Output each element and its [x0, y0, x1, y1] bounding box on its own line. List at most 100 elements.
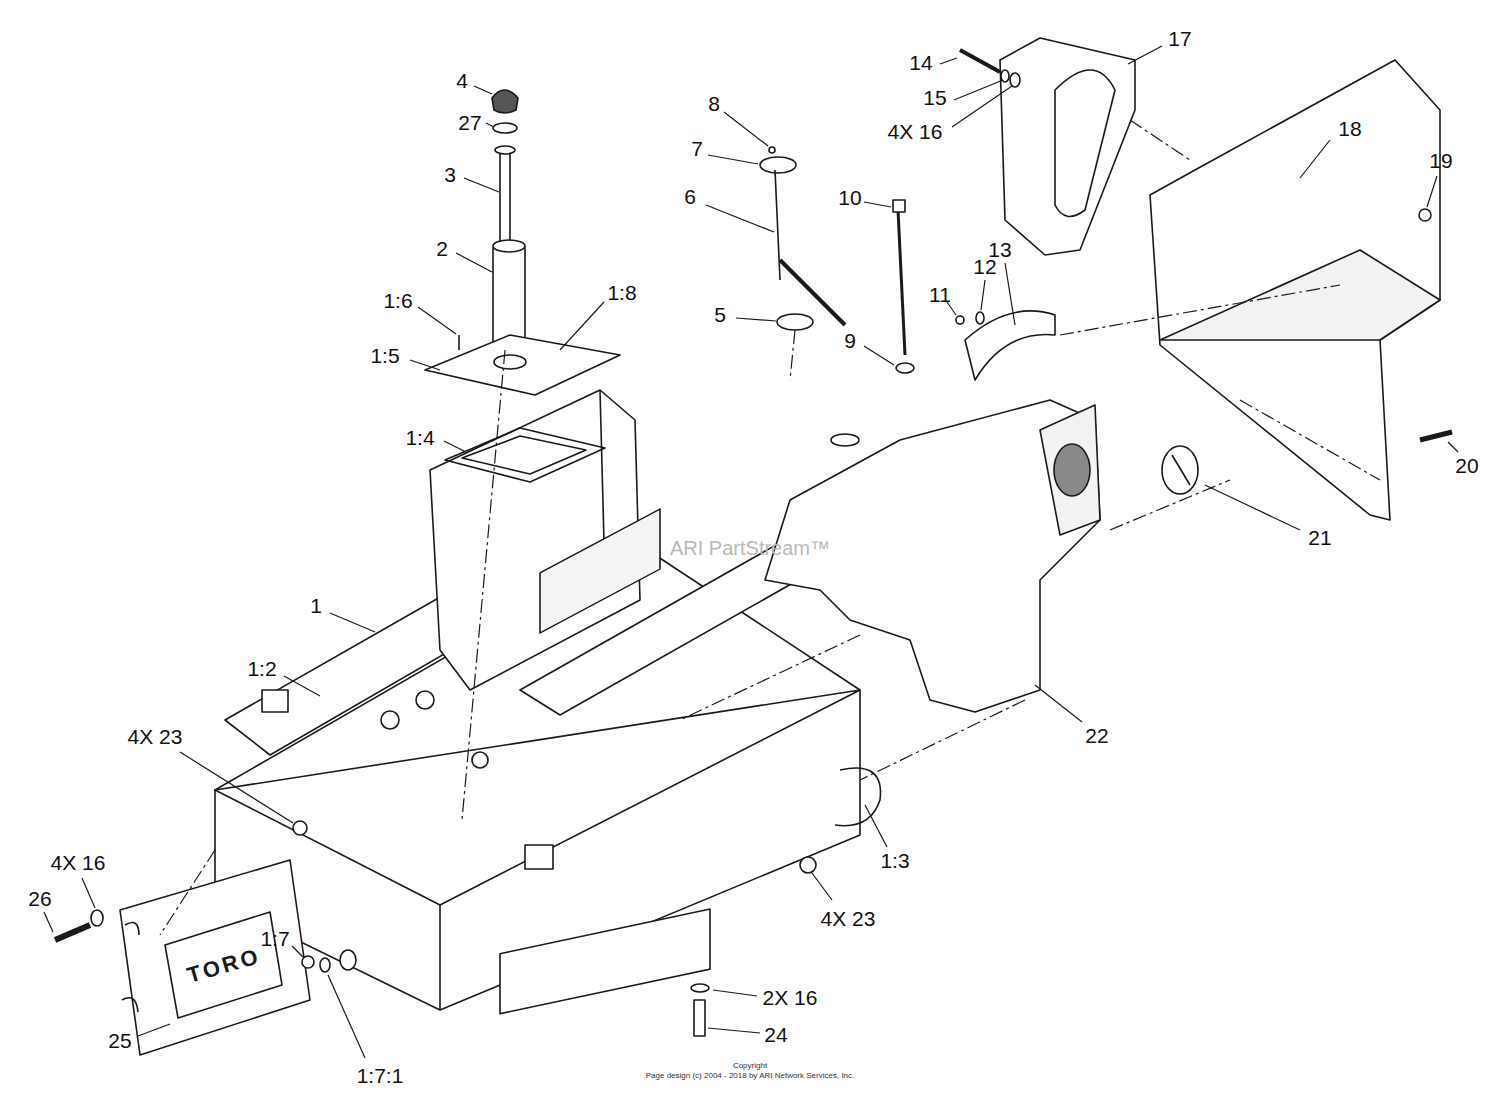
assembly-line — [1130, 120, 1190, 160]
callout-number: 25 — [108, 1030, 131, 1051]
callout-number: 1:7 — [260, 928, 289, 949]
callout-number: 1:5 — [370, 345, 399, 366]
assembly-line — [160, 850, 215, 935]
watermark: ARI PartStream™ — [670, 538, 830, 558]
seat-pad-slot — [1055, 70, 1115, 216]
leader-line — [981, 280, 985, 310]
callout-number: 4X 23 — [821, 908, 876, 929]
leader-line — [456, 253, 492, 272]
frame-hole — [416, 691, 434, 709]
callout-number: 24 — [764, 1024, 787, 1045]
leader-line — [44, 912, 53, 932]
leader-line — [474, 86, 492, 94]
callout-number: 26 — [28, 888, 51, 909]
frame-tab — [262, 690, 288, 712]
leader-line — [560, 302, 604, 350]
bolt — [694, 1000, 705, 1036]
callout-number: 8 — [708, 93, 720, 114]
callout-number: 2X 16 — [763, 987, 818, 1008]
leader-line — [1035, 685, 1082, 722]
callout-number: 27 — [458, 112, 481, 133]
leader-line — [1300, 140, 1330, 178]
tie-loop — [835, 768, 881, 826]
fuel-tank-port — [1054, 444, 1090, 496]
washer — [320, 958, 330, 972]
leader-line — [864, 202, 891, 207]
leader-line — [713, 990, 757, 996]
copyright-note: Page design (c) 2004 - 2018 by ARI Netwo… — [646, 1072, 855, 1080]
washer — [976, 312, 984, 324]
assembly-line — [790, 330, 795, 380]
callout-number: 18 — [1338, 118, 1361, 139]
callout-number: 1:3 — [880, 850, 909, 871]
nut — [800, 857, 816, 873]
callout-number: 1:8 — [607, 282, 636, 303]
screw — [769, 147, 775, 153]
gasket — [777, 314, 813, 330]
assembly-line — [1240, 400, 1380, 480]
callout-number: 20 — [1455, 455, 1478, 476]
leader-line — [736, 318, 776, 321]
callout-number: 3 — [444, 164, 456, 185]
leader-line — [330, 613, 375, 632]
leader-line — [1005, 263, 1015, 325]
leader-line — [486, 123, 494, 127]
nut — [293, 821, 307, 835]
callout-number: 17 — [1168, 28, 1191, 49]
leader-line — [180, 752, 293, 823]
nut — [1419, 209, 1431, 221]
leader-line — [865, 805, 887, 847]
callout-number: 9 — [844, 330, 856, 351]
cover-port — [494, 355, 526, 369]
frame-edge — [439, 905, 441, 1010]
leader-line — [1448, 442, 1458, 452]
bumper-slot — [122, 923, 139, 1012]
leader-line — [82, 878, 95, 908]
leader-line — [328, 975, 365, 1058]
dipstick-head — [495, 146, 515, 154]
strap-bracket — [965, 311, 1055, 380]
callout-number: 1 — [310, 595, 322, 616]
callout-number: 19 — [1429, 150, 1452, 171]
callout-number: 1:2 — [247, 658, 276, 679]
callout-number: 11 — [929, 284, 951, 305]
leader-line — [952, 86, 1012, 127]
callout-number: 2 — [436, 238, 448, 259]
leader-line — [1205, 485, 1300, 530]
sender-flange — [760, 157, 796, 173]
washer — [91, 910, 103, 926]
leader-line — [410, 360, 440, 370]
leader-line — [444, 441, 466, 452]
callout-number: 21 — [1308, 527, 1331, 548]
seat-mount — [1150, 60, 1440, 520]
leader-line — [464, 178, 499, 192]
frame-hole — [381, 711, 399, 729]
bolt — [55, 925, 90, 940]
washer — [691, 984, 709, 992]
assembly-line — [462, 350, 505, 820]
callout-number: 22 — [1085, 725, 1108, 746]
callout-number: 1:7:1 — [357, 1065, 404, 1086]
callout-number: 4 — [456, 70, 468, 91]
bushing — [340, 950, 356, 970]
callout-number: 12 — [973, 256, 996, 277]
callout-number: 14 — [909, 52, 932, 73]
grommet — [896, 363, 914, 373]
leader-line — [708, 155, 758, 164]
cover-plate — [425, 335, 620, 395]
seat-pad — [1000, 38, 1135, 255]
fuel-cap-grip — [1172, 455, 1190, 485]
leader-line — [864, 346, 894, 365]
o-ring — [493, 123, 517, 133]
leader-line — [1128, 46, 1162, 64]
leader-line — [812, 873, 832, 900]
callout-number: 7 — [691, 138, 703, 159]
frame-tab — [525, 845, 553, 869]
frame-hole — [472, 752, 488, 768]
vent-tube — [898, 210, 905, 355]
leader-line — [292, 946, 303, 957]
washer — [1010, 73, 1020, 87]
sender-tube — [775, 170, 780, 280]
screw — [458, 335, 460, 350]
frame-floor — [540, 509, 660, 633]
